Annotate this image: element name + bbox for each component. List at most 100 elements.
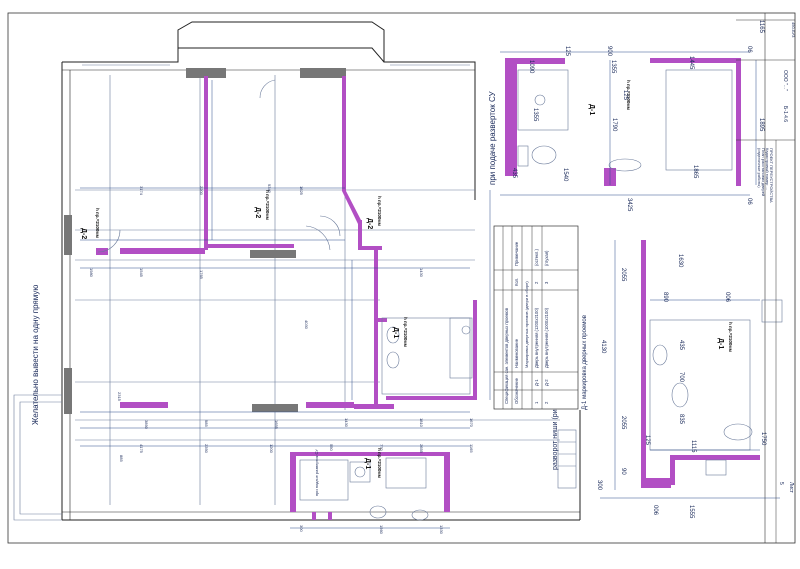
dim-label: 4130 bbox=[600, 340, 606, 354]
table-cell: Дверь внутренняя (1200х2100) bbox=[534, 307, 539, 368]
door-spec-table: Спецификация сан. элементов дверных прое… bbox=[493, 225, 588, 410]
dim-label: 125 bbox=[644, 435, 650, 446]
dim-label: 900 bbox=[606, 46, 612, 57]
dim-label: 435 bbox=[511, 168, 517, 179]
dim-label: 835 bbox=[678, 414, 684, 425]
table-row-label: Маркировка дверных проемов (двери в сбор… bbox=[524, 281, 529, 368]
dim-label: 1865 bbox=[692, 165, 698, 179]
sheet-label: Лист bbox=[788, 482, 794, 494]
dim-label: 1670 bbox=[469, 418, 474, 428]
dim-label: 1895 bbox=[758, 118, 764, 132]
table-header: Примечание bbox=[514, 241, 519, 266]
table-cell: 2 bbox=[534, 281, 539, 284]
title-desc-line: План расстановки дверей bbox=[761, 148, 766, 196]
door-label-d2: Д-2 bbox=[366, 218, 373, 229]
dim-label: 9340 bbox=[267, 184, 272, 194]
toilet-small-note: при подаче разверток СУ bbox=[314, 449, 319, 496]
door-label-d2: Д-2 bbox=[80, 228, 87, 239]
dim-label: 300 bbox=[299, 525, 304, 532]
title-block: Лист 5 ООО "..." Б-1.4.6 ПРОЕКТ ПЕРЕУСТР… bbox=[736, 19, 796, 543]
dim-label: 1810 bbox=[419, 418, 424, 428]
table-cell: 1 bbox=[534, 401, 539, 404]
dim-label: 1545 bbox=[139, 268, 144, 278]
dim-label: 3890 bbox=[144, 420, 149, 430]
dim-label: 125 bbox=[622, 90, 628, 101]
door-height-label: h пр.=2100мм bbox=[403, 317, 408, 348]
dim-label: 2055 bbox=[620, 416, 626, 430]
table-title: Спецификация сан. элементов дверных прое… bbox=[504, 307, 509, 404]
dim-label: 1090 bbox=[528, 60, 534, 74]
plan-dimensions: 9340 3174 2200 1625 1980 1545 1765 4030 … bbox=[89, 184, 474, 535]
table-cell: Дверь внутренняя (1000х2100) bbox=[544, 307, 549, 368]
dim-label: 1560 bbox=[379, 525, 384, 535]
table-cell: Д-2 bbox=[544, 379, 549, 386]
dim-label: 2055 bbox=[620, 268, 626, 282]
dim-label: 770 bbox=[379, 444, 384, 451]
table-header: Кол. bbox=[514, 278, 519, 286]
table-cell: 3 bbox=[544, 281, 549, 284]
bath-detail: 2055 1630 4130 2055 890 006 435 700 835 … bbox=[596, 240, 783, 519]
dim-label: 435 bbox=[678, 340, 684, 351]
dim-label: 2350 bbox=[204, 444, 209, 454]
table-cell: 2 bbox=[544, 401, 549, 404]
door-label-d1: Д-1 bbox=[717, 338, 724, 349]
sheet-frame bbox=[7, 12, 796, 544]
dim-label: 1750 bbox=[760, 432, 766, 446]
dim-label: 1625 bbox=[299, 186, 304, 196]
dim-label: 1655 bbox=[274, 420, 279, 430]
dim-label: 1165 bbox=[469, 444, 474, 453]
title-desc-line: Кадастровый номер ... bbox=[765, 148, 770, 190]
table-cell: Д-1 bbox=[534, 379, 539, 386]
dim-label: 885 bbox=[119, 455, 124, 462]
door-annotation-note: разворот ниши (рис.1) bbox=[552, 398, 559, 470]
side-number: 450-БУЗ bbox=[791, 22, 796, 38]
table-header: Наименование bbox=[514, 338, 519, 368]
dim-label: 06 bbox=[746, 198, 752, 205]
dim-label: 3425 bbox=[626, 198, 632, 212]
dim-label: 1430 bbox=[419, 268, 424, 278]
dim-label: 1790 bbox=[611, 118, 617, 132]
dim-label: 006 bbox=[652, 505, 658, 516]
door-height-label: h пр.=2100мм bbox=[377, 448, 382, 479]
dim-label: 550 bbox=[329, 444, 334, 451]
dim-label: 1430 bbox=[344, 418, 349, 428]
door-labels: Д-2 h пр.=2100мм Д-2 h пр.=2100мм Д-2 h … bbox=[80, 80, 733, 479]
door-height-label: h пр.=2100мм bbox=[377, 196, 382, 227]
door-height-label: h пр.=2100мм bbox=[728, 322, 733, 353]
table-cell: (остекл.) bbox=[534, 248, 539, 266]
dim-label: 1330 bbox=[439, 525, 444, 535]
toilet-detail: 1090 1355 1445 1165 125 900 06 1355 1790… bbox=[488, 20, 764, 212]
door-label-d1: Д-1 bbox=[588, 104, 595, 115]
dim-label: 3174 bbox=[139, 186, 144, 196]
table-header: Обозначение bbox=[514, 377, 519, 404]
sheet-number: 5 bbox=[778, 482, 784, 485]
project-code: Б-1.4.6 bbox=[782, 106, 788, 122]
dim-label: 2315 bbox=[117, 392, 122, 402]
title-desc-line: (отделочные работы) bbox=[757, 148, 762, 188]
dim-label: 1555 bbox=[688, 505, 694, 519]
toilet-note: при подаче разверток СУ bbox=[488, 91, 497, 185]
dim-label: 1540 bbox=[562, 168, 568, 182]
dim-label: 890 bbox=[662, 292, 668, 303]
door-height-label: h пр.=2100мм bbox=[265, 190, 270, 221]
dim-label: 90 bbox=[620, 468, 626, 475]
left-note: Желательно вывести на одну прямую bbox=[31, 285, 40, 425]
dim-label: 700 bbox=[678, 372, 684, 383]
dim-label: 1980 bbox=[89, 268, 94, 278]
dim-label: 300 bbox=[596, 480, 602, 491]
door-label-d1: Д-1 bbox=[364, 458, 371, 469]
table-cell: (глухая) bbox=[544, 250, 549, 266]
dim-label: 1115 bbox=[690, 440, 696, 453]
company-name: ООО "..." bbox=[782, 70, 788, 91]
dim-label: 1765 bbox=[199, 270, 204, 280]
door-label-d1: Д-1 bbox=[392, 327, 399, 338]
title-desc-line: ПРОЕКТ ПЕРЕУСТРОЙСТВА bbox=[769, 148, 774, 203]
dim-label: 2200 bbox=[199, 186, 204, 196]
dim-label: 1355 bbox=[610, 60, 616, 74]
door-height-label: h пр.=2100мм bbox=[95, 208, 100, 239]
dim-label: 4175 bbox=[139, 444, 144, 454]
dim-label: 1165 bbox=[758, 20, 764, 34]
door-height-label: h пр.=2100мм bbox=[626, 80, 631, 111]
dim-label: 06 bbox=[746, 46, 752, 53]
